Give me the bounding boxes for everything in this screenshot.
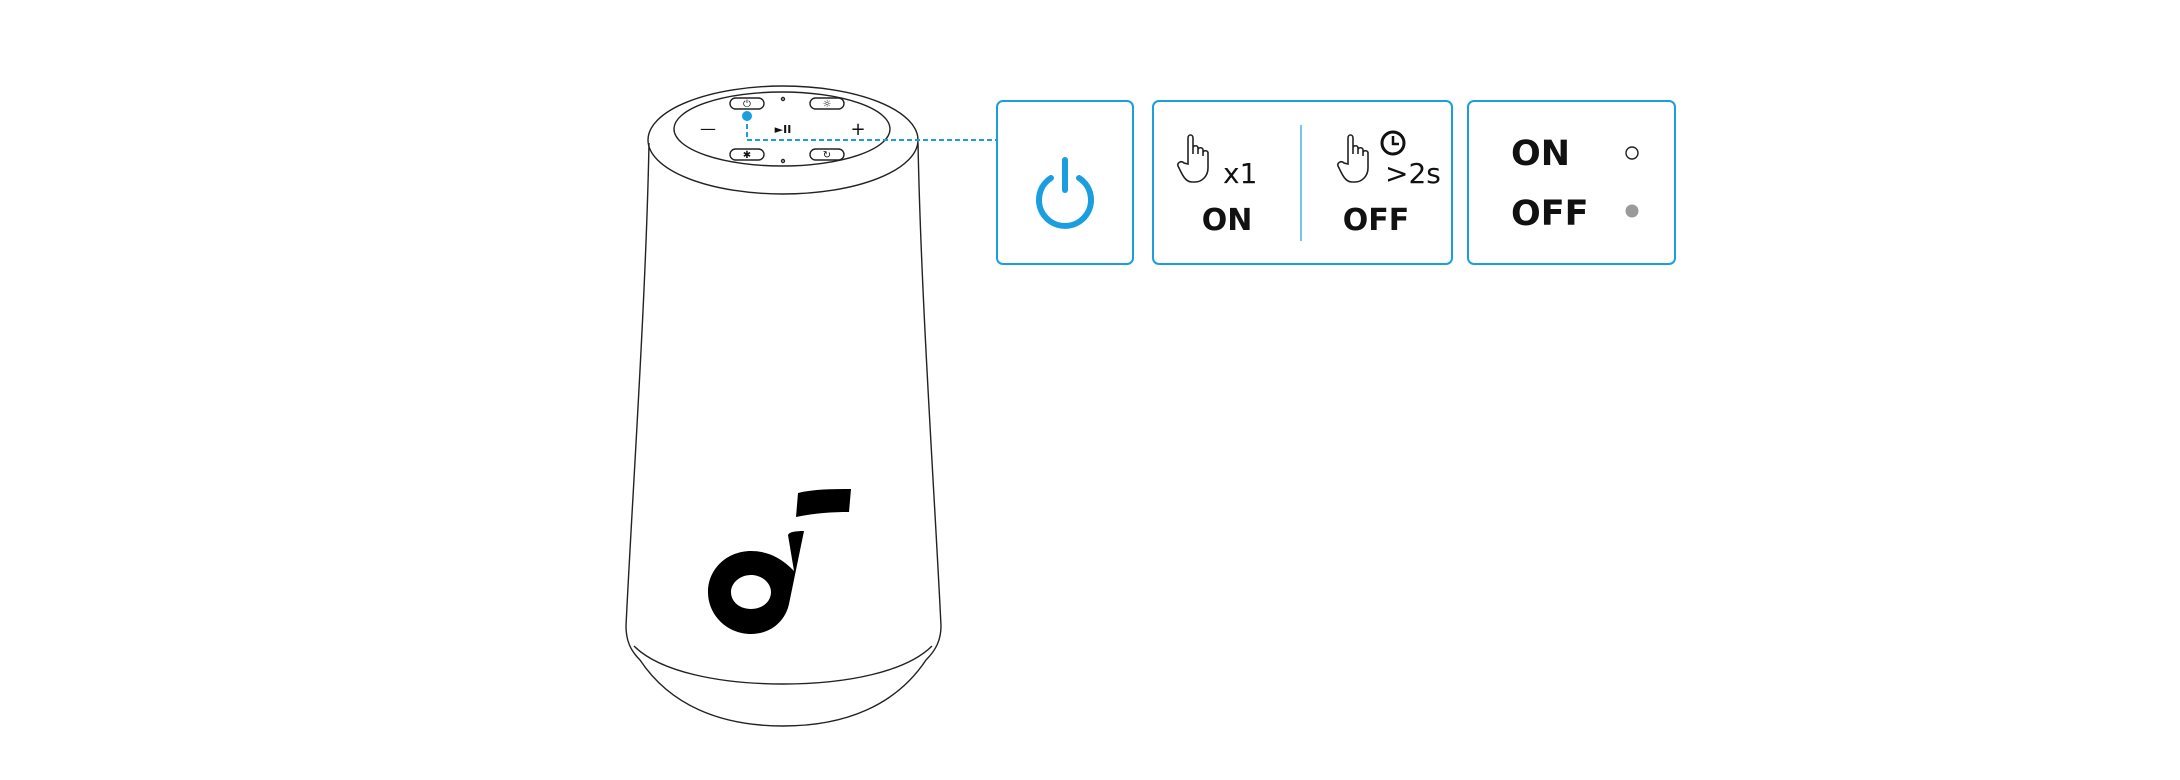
led-gray-icon [1625, 204, 1639, 218]
bluetooth-button[interactable] [729, 148, 765, 161]
panel-led: ON OFF [1467, 100, 1676, 265]
callout-line [746, 116, 997, 141]
on-label: ON [1202, 203, 1253, 238]
volume-down-button[interactable]: — [700, 119, 716, 138]
clock-icon [1380, 130, 1406, 156]
led-hollow-icon [1625, 146, 1639, 160]
speaker-base-line [633, 645, 933, 685]
hand-hold-icon [1337, 134, 1369, 183]
volume-up-button[interactable]: + [850, 119, 865, 140]
led-on-label: ON [1511, 134, 1570, 174]
speaker-body [625, 142, 942, 727]
power-icon: ⏻ [743, 99, 751, 110]
off-label: OFF [1343, 203, 1410, 238]
panel-power [996, 100, 1134, 265]
loop-button[interactable] [809, 148, 845, 161]
brand-logo [708, 489, 851, 634]
light-icon: ☼ [823, 99, 832, 110]
control-panel [673, 91, 891, 167]
panel-actions: x1 ON >2s OFF [1152, 100, 1453, 265]
bluetooth-icon: ✱ [743, 150, 751, 161]
mic-hole [780, 96, 786, 102]
power-button[interactable] [729, 97, 765, 110]
mic-hole [780, 158, 786, 164]
power-icon [1036, 157, 1094, 229]
play-pause-button[interactable]: ►II [775, 123, 792, 136]
loop-icon: ↻ [823, 150, 831, 161]
light-button[interactable] [809, 97, 845, 110]
press-count: x1 [1223, 157, 1257, 190]
hand-press-icon [1177, 134, 1209, 183]
speaker: ⏻ ☼ — ►II + ✱ ↻ [625, 85, 997, 727]
led-off-label: OFF [1511, 194, 1589, 234]
hold-duration: >2s [1385, 157, 1441, 190]
